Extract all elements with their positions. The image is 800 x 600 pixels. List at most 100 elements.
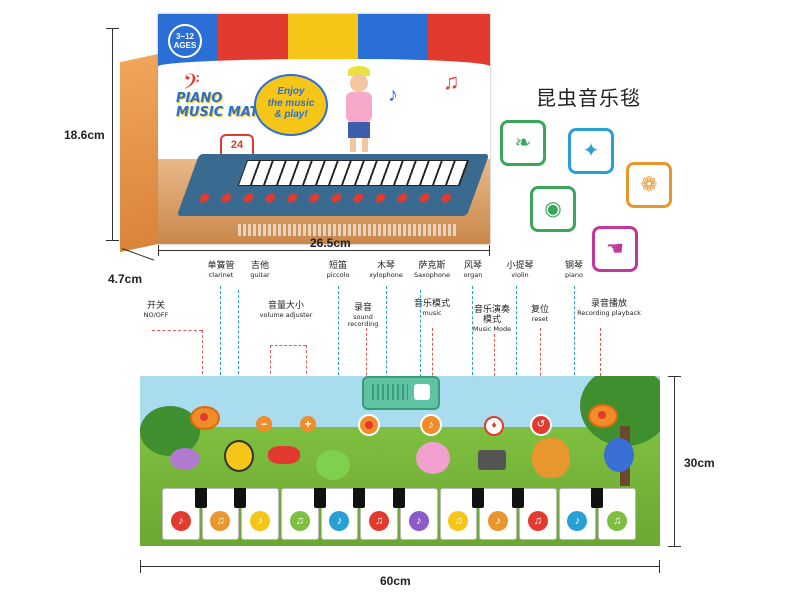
black-key[interactable]: [194, 488, 207, 508]
magic-wand-icon: ✦: [568, 128, 614, 174]
black-key[interactable]: [353, 488, 366, 508]
pointer-line-xylophone: [386, 286, 387, 458]
mat-height-dimension-line: [674, 376, 675, 546]
playback-button[interactable]: [588, 404, 618, 428]
bass-clef-icon: 𝄢: [183, 69, 200, 99]
box-height-label: 18.6cm: [64, 128, 105, 142]
width-dimension-line: [158, 250, 490, 251]
accordion-prop: [478, 450, 506, 470]
black-key[interactable]: [472, 488, 485, 508]
note-icon: ♫: [210, 511, 231, 531]
pointer-line-guitar: [238, 290, 239, 440]
box-mat-illustration: [176, 154, 490, 216]
note-icon: ♪: [250, 511, 271, 531]
note-icon: ♪: [567, 511, 588, 531]
box-title-line2: MUSIC MAT: [176, 105, 259, 121]
product-box: 3~12 AGES 𝄢 ♫ ♪ PIANO MUSIC MAT Enjoy th…: [120, 14, 490, 253]
black-key[interactable]: [512, 488, 524, 508]
bubble-line2: the music: [267, 97, 315, 109]
age-badge: 3~12 AGES: [168, 24, 202, 58]
age-badge-range: 3~12: [175, 32, 195, 41]
mat-height-label: 30cm: [684, 456, 715, 470]
depth-dimension-line: [121, 248, 155, 261]
bubble-line3: & play!: [274, 109, 308, 120]
pointer-line-piano: [574, 286, 575, 446]
note-icon: ♫: [607, 511, 628, 531]
volume-up-button[interactable]: +: [300, 416, 316, 432]
white-key[interactable]: ♪: [162, 488, 200, 540]
white-key[interactable]: ♫: [439, 488, 478, 540]
box-front-face: 3~12 AGES 𝄢 ♫ ♪ PIANO MUSIC MAT Enjoy th…: [158, 14, 490, 244]
height-dimension-line: [112, 28, 113, 240]
box-depth-label: 4.7cm: [108, 272, 143, 286]
reset-button[interactable]: ↺: [530, 414, 552, 436]
box-width-label: 26.5cm: [310, 236, 351, 250]
hand-icon: ☚: [592, 226, 638, 272]
white-key[interactable]: ♫: [281, 488, 319, 540]
pointer-line-music-mode: [432, 328, 433, 420]
black-key[interactable]: [393, 488, 405, 508]
white-key[interactable]: ♪: [320, 488, 359, 540]
mat-width-label: 60cm: [380, 574, 411, 588]
white-key[interactable]: ♪: [241, 488, 279, 540]
speaker: [362, 376, 440, 410]
white-key[interactable]: ♫: [519, 488, 557, 540]
snail-character: [170, 448, 200, 470]
box-bottom-text: [238, 224, 458, 236]
white-key[interactable]: ♫: [360, 488, 398, 540]
music-note-icon: ♪: [388, 84, 398, 106]
box-title: PIANO MUSIC MAT: [176, 91, 259, 121]
pointer-line-record: [366, 328, 367, 420]
note-icon: ♫: [527, 511, 548, 531]
white-key[interactable]: ♫: [201, 488, 240, 540]
power-button[interactable]: [190, 406, 220, 430]
bubble-line1: Enjoy: [277, 86, 305, 97]
black-key[interactable]: [591, 488, 604, 508]
note-icon: ♫: [289, 511, 310, 531]
pointer-line-playback: [600, 328, 601, 416]
pointer-line-organ: [472, 286, 473, 456]
eye-icon: ◉: [530, 186, 576, 232]
dragonfly-character: [316, 450, 350, 480]
note-icon: ♪: [488, 511, 509, 531]
ear-icon: ❧: [500, 120, 546, 166]
age-badge-label: AGES: [173, 40, 197, 50]
mat-width-dimension-line: [140, 566, 660, 567]
music-mode-button[interactable]: ♪: [420, 414, 442, 436]
white-key[interactable]: ♫: [598, 488, 636, 540]
note-icon: ♪: [170, 511, 191, 531]
pointer-line-clarinet: [220, 286, 221, 436]
product-name: 昆虫音乐毯: [536, 86, 641, 110]
white-key[interactable]: ♪: [558, 488, 597, 540]
black-key[interactable]: [234, 488, 247, 508]
child-figure: [338, 66, 378, 156]
white-key[interactable]: ♪: [400, 488, 438, 540]
box-side-face: [120, 54, 158, 253]
performance-mode-button[interactable]: ♦: [484, 416, 504, 436]
note-icon: ♫: [369, 511, 390, 531]
white-key[interactable]: ♪: [479, 488, 517, 540]
record-button[interactable]: [358, 414, 380, 436]
keys-badge-num: 24: [230, 139, 244, 151]
black-key[interactable]: [313, 488, 326, 508]
bee-character: [224, 440, 254, 472]
music-mat: − + ♪ ♦ ↺ ♪♫♪♫♪♫♪♫♪♫♪♫: [140, 376, 660, 546]
pointer-line-power: [202, 330, 203, 420]
piano-keyboard: ♪♫♪♫♪♫♪♫♪♫♪♫: [162, 488, 638, 540]
volume-down-button[interactable]: −: [256, 416, 272, 432]
beetle-character: [604, 438, 634, 472]
